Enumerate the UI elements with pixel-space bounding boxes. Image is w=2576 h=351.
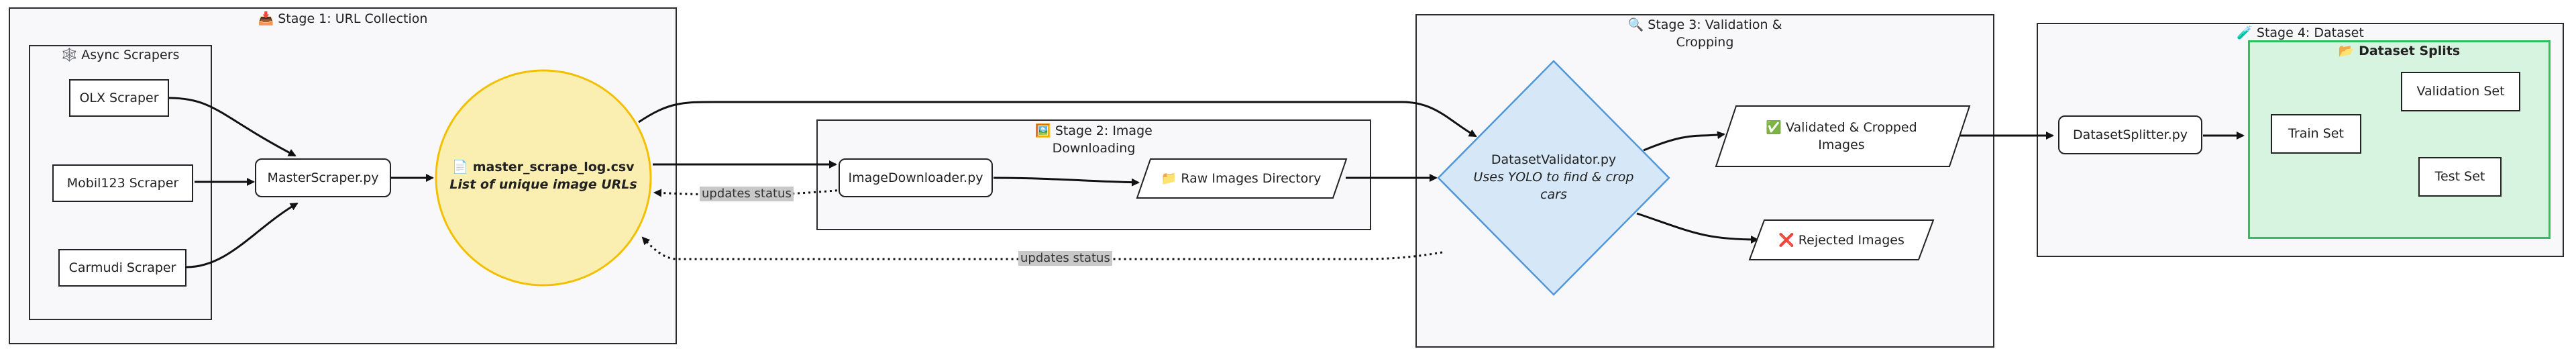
validator-shape bbox=[1437, 60, 1670, 296]
raw-images-shape bbox=[1136, 158, 1348, 199]
validated-line2: Images bbox=[1818, 138, 1865, 152]
image-downloader-node: ImageDownloader.py bbox=[839, 158, 993, 197]
csv-label: 📄 master_scrape_log.csv List of unique i… bbox=[443, 158, 644, 193]
edge-downloader-to-raw bbox=[993, 177, 1140, 187]
stage-3-validation-cropping: 🔍 Stage 3: Validation & Cropping bbox=[1415, 14, 1994, 348]
async-scrapers-title: 🕸️ Async Scrapers bbox=[61, 48, 180, 62]
edge-olx-to-master bbox=[168, 97, 297, 157]
csv-subtitle: List of unique image URLs bbox=[449, 177, 637, 192]
csv-title: 📄 master_scrape_log.csv bbox=[452, 160, 635, 174]
stage-1-title: 📥 Stage 1: URL Collection bbox=[258, 11, 428, 26]
validator-subtitle-line1: Uses YOLO to find & crop bbox=[1473, 170, 1634, 185]
stage-4-title: 🧪 Stage 4: Dataset bbox=[2237, 26, 2364, 40]
test-set-node: Test Set bbox=[2418, 157, 2502, 197]
validation-set-node: Validation Set bbox=[2401, 72, 2520, 111]
olx-scraper-node: OLX Scraper bbox=[69, 79, 169, 117]
stage-2-title: 🖼️ Stage 2: Image Downloading bbox=[818, 122, 1370, 157]
csv-shape bbox=[435, 69, 652, 287]
mobil123-scraper-node: Mobil123 Scraper bbox=[52, 164, 193, 202]
validated-images-label: ✅ Validated & Cropped Images bbox=[1724, 106, 1959, 166]
validated-images-shape bbox=[1715, 105, 1971, 167]
master-scraper-node: MasterScraper.py bbox=[255, 158, 391, 197]
carmudi-scraper-node: Carmudi Scraper bbox=[58, 249, 186, 287]
validator-label: DatasetValidator.py Uses YOLO to find & … bbox=[1460, 151, 1648, 203]
dataset-splits-title: 📂 Dataset Splits bbox=[2338, 44, 2461, 58]
downloader-updates-status-label: updates status bbox=[700, 187, 794, 201]
train-set-node: Train Set bbox=[2271, 114, 2361, 154]
raw-images-label: 📁 Raw Images Directory bbox=[1161, 171, 1322, 186]
validator-subtitle-line2: cars bbox=[1540, 187, 1567, 202]
edge-csv-to-validator bbox=[638, 101, 1477, 138]
edge-validator-updates-csv bbox=[641, 236, 1443, 260]
dataset-splitter-node: DatasetSplitter.py bbox=[2058, 115, 2202, 154]
stage-3-title-line2: Cropping bbox=[1676, 35, 1734, 50]
edge-validator-to-rejected bbox=[1636, 212, 1759, 244]
stage-3-title-line1: 🔍 Stage 3: Validation & bbox=[1627, 17, 1782, 32]
rejected-images-shape bbox=[1748, 219, 1935, 260]
edge-validator-to-validated bbox=[1643, 131, 1725, 152]
validator-updates-status-label: updates status bbox=[1018, 251, 1112, 266]
validated-line1: ✅ Validated & Cropped bbox=[1766, 120, 1917, 135]
stage-2-title-line1: 🖼️ Stage 2: Image bbox=[1035, 123, 1152, 138]
validator-title: DatasetValidator.py bbox=[1491, 152, 1617, 167]
stage-2-title-line2: Downloading bbox=[1052, 141, 1136, 156]
stage-3-title: 🔍 Stage 3: Validation & Cropping bbox=[1417, 16, 1993, 51]
edge-carmudi-to-master bbox=[186, 202, 299, 268]
rejected-images-label: ❌ Rejected Images bbox=[1778, 232, 1904, 248]
